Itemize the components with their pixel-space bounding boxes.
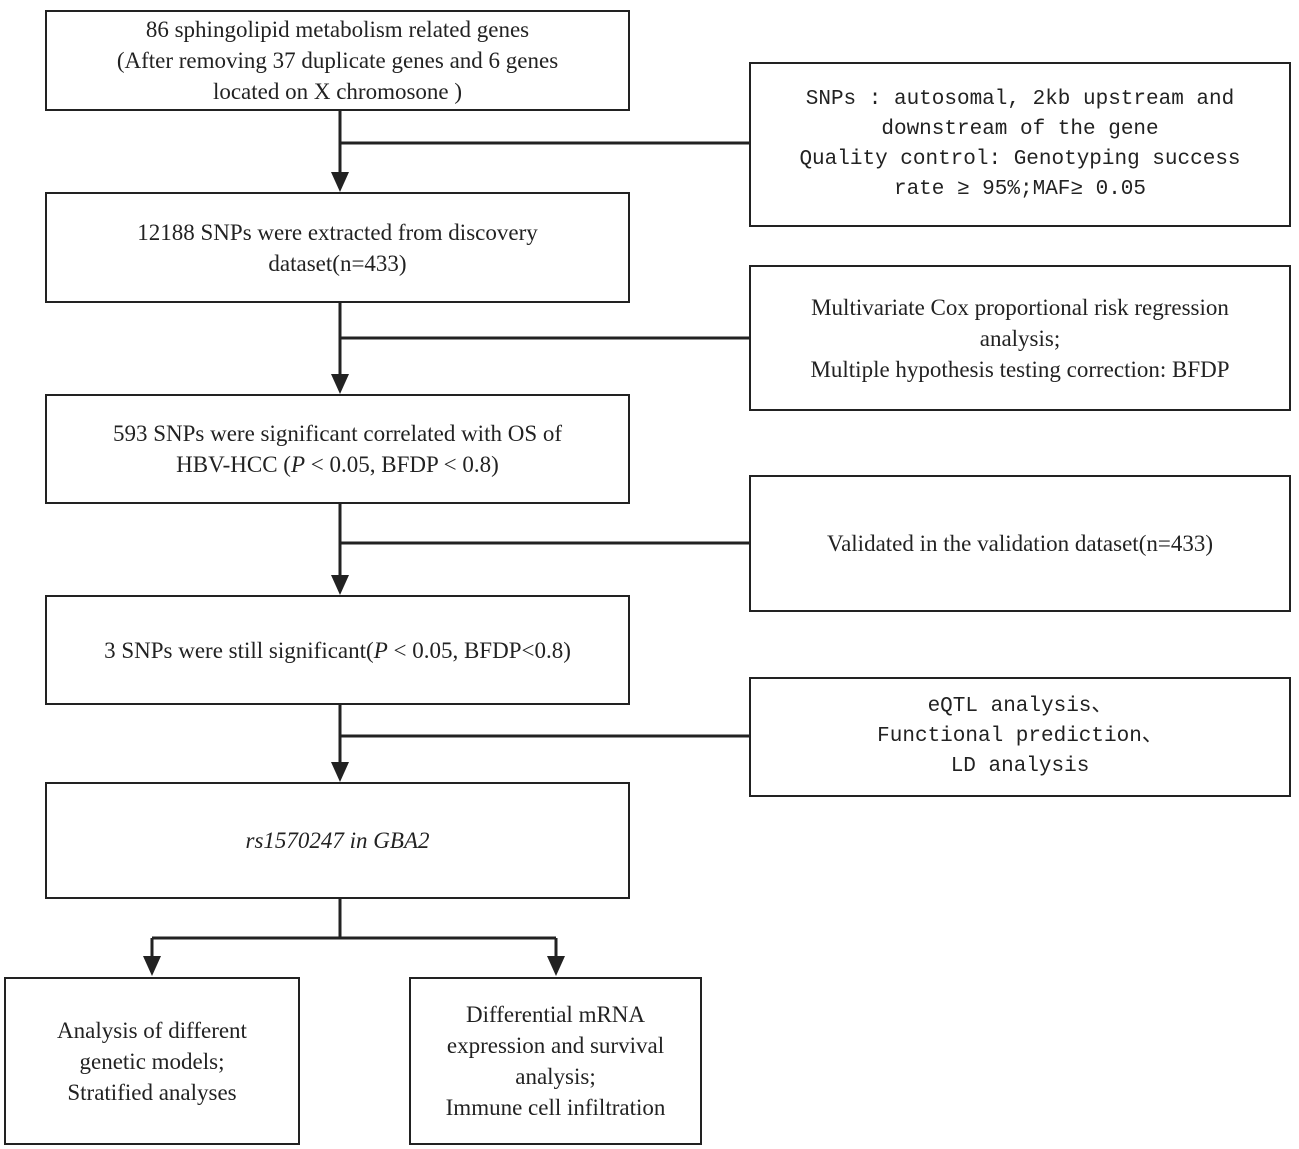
text-segment: HBV-HCC (: [176, 452, 291, 477]
note-functional-analysis-box: eQTL analysis、 Functional prediction、 LD…: [749, 677, 1291, 797]
note-functional-analysis-line: Functional prediction、: [877, 725, 1163, 748]
step-snps-significant-box: 593 SNPs were significant correlated wit…: [45, 394, 630, 504]
note-cox-regression-line: analysis;: [979, 325, 1061, 351]
note-snp-selection-box: SNPs : autosomal, 2kb upstream and downs…: [749, 62, 1291, 227]
note-validation-line: Validated in the validation dataset(n=43…: [827, 531, 1213, 556]
text-segment: < 0.05, BFDP < 0.8): [305, 452, 499, 477]
text-segment: < 0.05, BFDP<0.8): [387, 637, 571, 663]
text-segment: 3 SNPs were still significant(: [104, 637, 374, 663]
outcome-expression-line: Differential mRNA: [465, 1002, 646, 1027]
step-genes-line: 86 sphingolipid metabolism related genes: [145, 17, 530, 42]
step-snps-validated-box: 3 SNPs were still significant(P < 0.05, …: [45, 595, 630, 705]
outcome-genetic-models-line: Analysis of different: [57, 1017, 247, 1043]
arrowhead-1: [331, 172, 349, 192]
arrowhead-2: [331, 374, 349, 394]
step-snps-significant-line: HBV-HCC (P < 0.05, BFDP < 0.8): [176, 449, 499, 480]
outcome-expression-line: expression and survival: [446, 1033, 665, 1058]
step-snps-validated-line: 3 SNPs were still significant(P < 0.05, …: [104, 635, 571, 666]
outcome-expression-line: analysis;: [515, 1064, 596, 1089]
outcome-genetic-models-line: Stratified analyses: [67, 1079, 237, 1105]
step-genes-line: (After removing 37 duplicate genes and 6…: [116, 48, 559, 73]
step-snps-significant-line: 593 SNPs were significant correlated wit…: [112, 421, 563, 446]
arrowhead-4: [331, 762, 349, 782]
step-snps-extracted-box: 12188 SNPs were extracted from discovery…: [45, 192, 630, 303]
note-validation-box: Validated in the validation dataset(n=43…: [749, 475, 1291, 612]
note-cox-regression-box: Multivariate Cox proportional risk regre…: [749, 265, 1291, 411]
outcome-genetic-models-box: Analysis of different genetic models; St…: [4, 977, 300, 1145]
arrowhead-6: [547, 956, 565, 976]
outcome-genetic-models-line: genetic models;: [79, 1048, 225, 1074]
step-genes-line: located on X chromosone ): [212, 79, 463, 104]
arrowhead-5: [143, 956, 161, 976]
arrowhead-3: [331, 575, 349, 595]
step-snps-extracted-line: 12188 SNPs were extracted from discovery: [137, 219, 538, 245]
note-functional-analysis-line: eQTL analysis、: [927, 695, 1113, 718]
outcome-expression-box: Differential mRNA expression and surviva…: [409, 977, 702, 1145]
p-value-symbol: P: [290, 452, 306, 477]
step-genes-box: 86 sphingolipid metabolism related genes…: [45, 10, 630, 111]
outcome-expression-line: Immune cell infiltration: [445, 1095, 666, 1120]
step-final-snp-box: rs1570247 in GBA2: [45, 782, 630, 899]
step-snps-extracted-line: dataset(n=433): [268, 250, 407, 276]
note-snp-selection-line: Quality control: Genotyping success: [799, 147, 1241, 171]
note-snp-selection-line: SNPs : autosomal, 2kb upstream and: [805, 87, 1235, 111]
p-value-symbol: P: [373, 637, 388, 663]
note-cox-regression-line: Multiple hypothesis testing correction: …: [810, 356, 1230, 382]
note-snp-selection-line: downstream of the gene: [881, 117, 1159, 141]
note-cox-regression-line: Multivariate Cox proportional risk regre…: [811, 294, 1229, 320]
final-snp-label: rs1570247 in GBA2: [245, 828, 430, 853]
note-functional-analysis-line: LD analysis: [950, 755, 1090, 778]
note-snp-selection-line: rate ≥ 95%;MAF≥ 0.05: [893, 177, 1147, 201]
